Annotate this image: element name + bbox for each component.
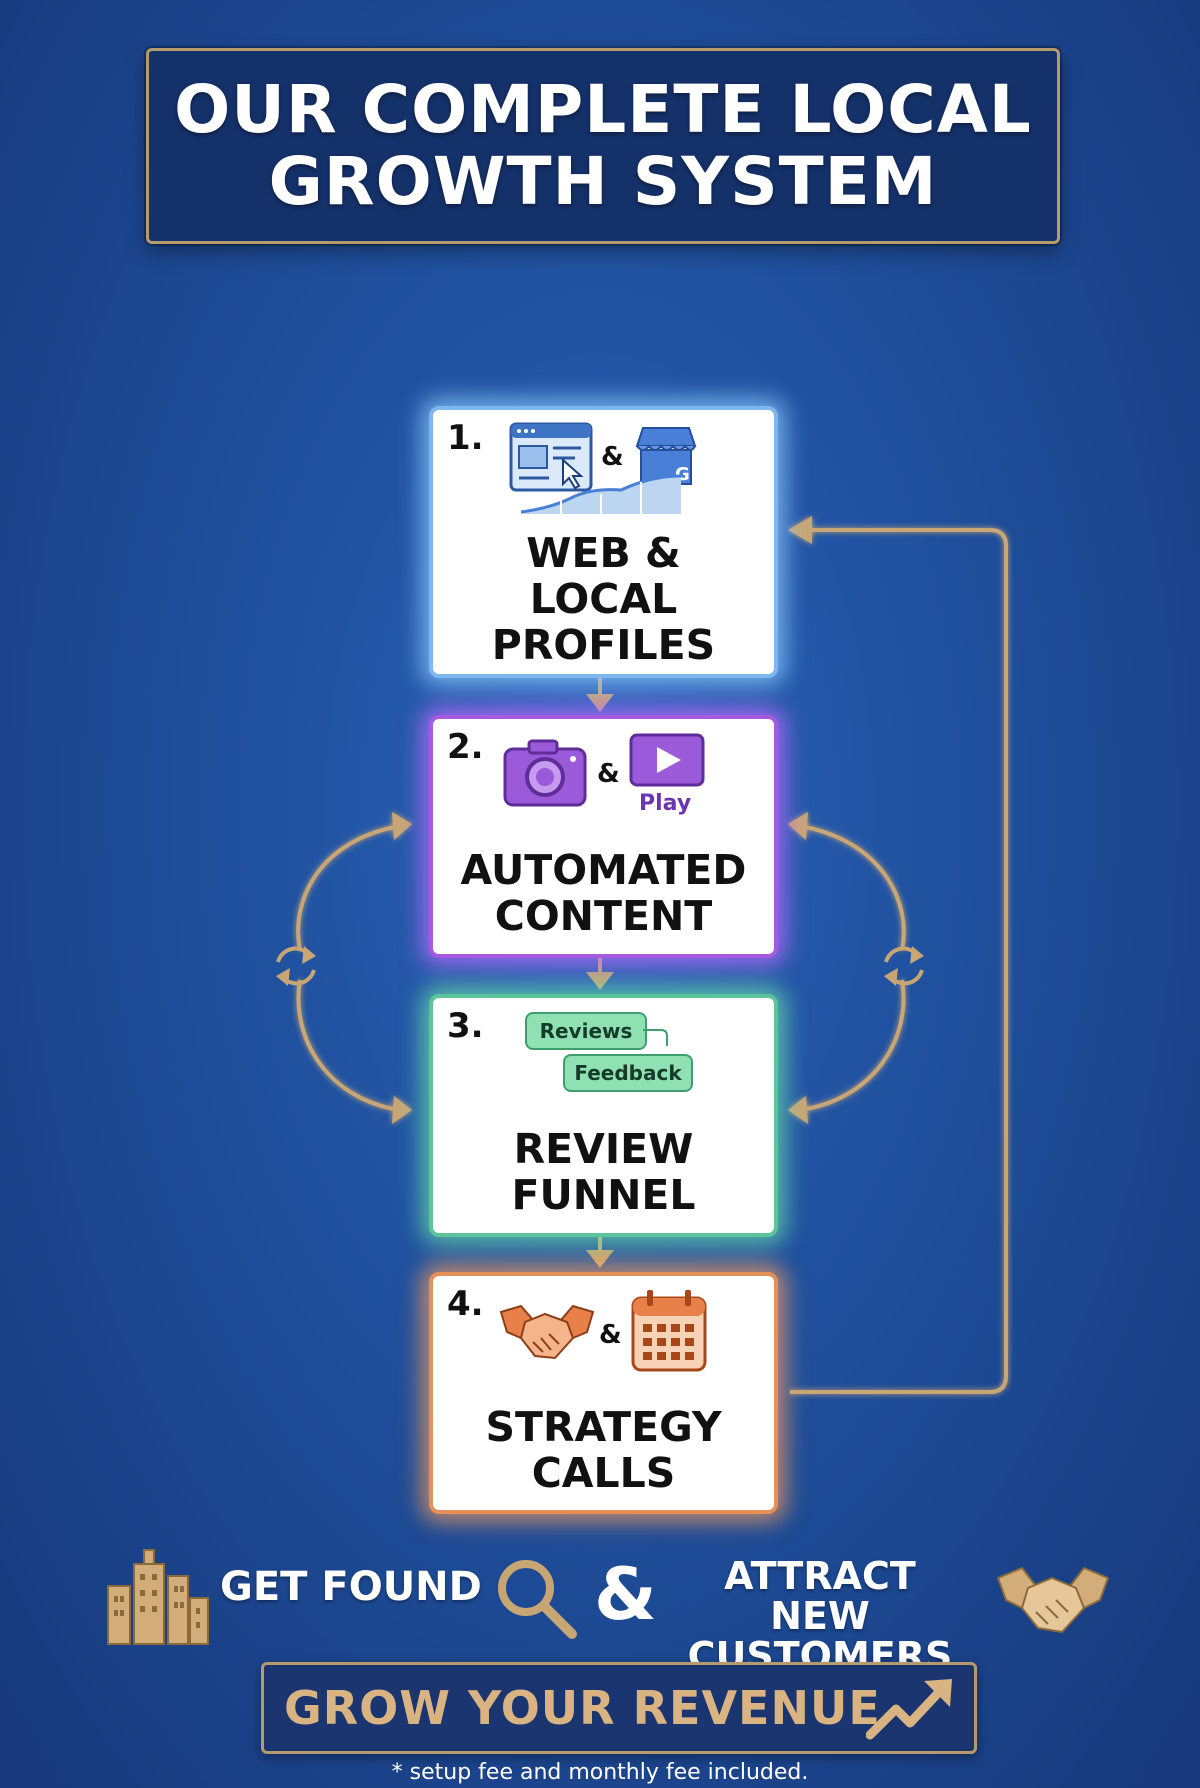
city-buildings-icon <box>107 1549 209 1645</box>
attract-line-1: ATTRACT NEW <box>724 1554 916 1638</box>
step-number: 2. <box>447 727 484 767</box>
title-line-1: OUR COMPLETE LOCAL <box>174 71 1032 148</box>
browser-window-icon <box>509 422 593 492</box>
step-number: 1. <box>447 418 484 458</box>
play-label: Play <box>639 791 692 816</box>
right-cycle-arcs <box>788 812 906 1124</box>
step-4-strategy-calls: 4. & STRATEGY CALLS <box>429 1272 778 1514</box>
handshake-icon <box>996 1566 1110 1634</box>
trend-up-arrow-icon <box>866 1679 952 1740</box>
left-cycle-arcs <box>296 812 412 1124</box>
bottom-ampersand: & <box>594 1552 657 1636</box>
step-2-automated-content: 2. & Play AUTOMATED CONTENT <box>429 715 778 958</box>
step-title-line: WEB & <box>526 529 681 577</box>
step-number: 3. <box>447 1006 484 1046</box>
title-banner: OUR COMPLETE LOCAL GROWTH SYSTEM <box>146 48 1060 244</box>
step-title-line: LOCAL <box>529 575 678 623</box>
growth-chart-icon <box>521 474 681 514</box>
ampersand: & <box>597 759 620 789</box>
title-line-2: GROWTH SYSTEM <box>268 143 938 220</box>
step-title: REVIEW FUNNEL <box>433 1126 774 1218</box>
step-title-line: STRATEGY <box>485 1403 722 1451</box>
calendar-icon <box>631 1290 707 1372</box>
step-title-line: REVIEW <box>513 1125 694 1173</box>
step-title-line: CALLS <box>531 1449 676 1497</box>
refresh-icon-right <box>884 946 924 986</box>
loop-arrow-4-to-1 <box>788 516 1008 1394</box>
step-title-line: CONTENT <box>494 892 713 940</box>
magnifier-icon <box>498 1560 577 1639</box>
ampersand: & <box>601 442 624 472</box>
reviews-bubble: Reviews <box>525 1012 647 1050</box>
step-1-web-local-profiles: 1. & G WEB & LOCAL PROFILES <box>429 406 778 678</box>
handshake-icon <box>499 1304 595 1360</box>
ampersand: & <box>599 1320 622 1350</box>
step-3-review-funnel: 3. Reviews Feedback REVIEW FUNNEL <box>429 994 778 1237</box>
down-arrow-3-4 <box>586 1233 614 1268</box>
step-title-line: AUTOMATED <box>460 846 747 894</box>
step-title: WEB & LOCAL PROFILES <box>433 530 774 668</box>
feedback-bubble: Feedback <box>563 1054 693 1092</box>
get-found-text: GET FOUND <box>220 1564 482 1610</box>
camera-icon <box>503 739 587 807</box>
step-title-line: PROFILES <box>491 621 716 669</box>
step-title: AUTOMATED CONTENT <box>433 847 774 939</box>
step-title: STRATEGY CALLS <box>433 1404 774 1496</box>
down-arrow-1-2 <box>586 674 614 712</box>
cta-banner: GROW YOUR REVENUE <box>261 1662 977 1754</box>
refresh-icon-left <box>276 946 316 986</box>
attract-customers-text: ATTRACT NEW CUSTOMERS <box>670 1556 970 1676</box>
chat-bubble-icon <box>643 1029 668 1046</box>
cta-text: GROW YOUR REVENUE <box>284 1681 881 1735</box>
step-number: 4. <box>447 1284 484 1324</box>
footnote: * setup fee and monthly fee included. <box>391 1760 809 1785</box>
step-title-line: FUNNEL <box>511 1171 696 1219</box>
down-arrow-2-3 <box>586 954 614 990</box>
play-button-icon <box>629 733 705 787</box>
